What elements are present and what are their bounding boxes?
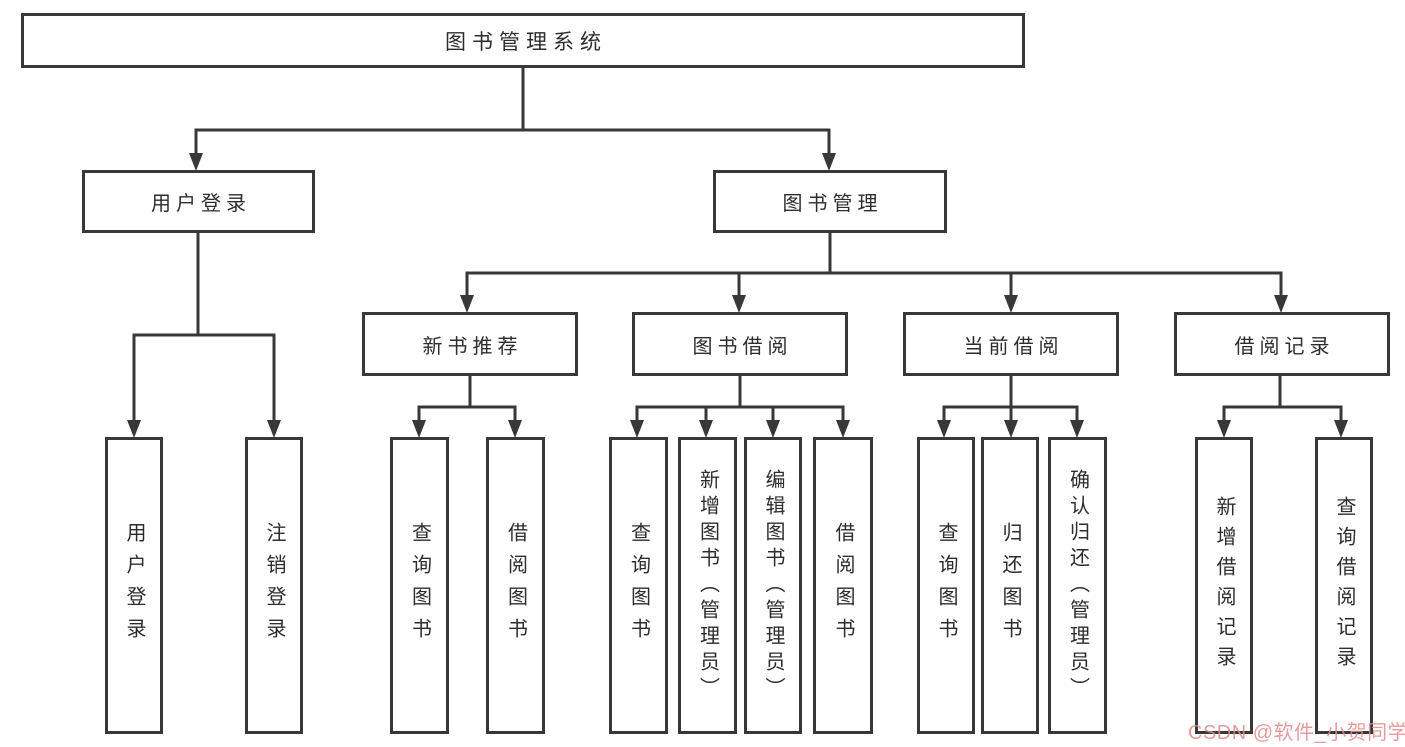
node-label: 查询图书	[627, 521, 650, 650]
leaf-borrow-add-books-admin: 新增图书（管理员）	[678, 437, 737, 734]
node-label: 借阅记录	[1234, 335, 1335, 358]
node-label: 当前借阅	[963, 335, 1064, 358]
arrowhead-icons	[127, 153, 1348, 438]
node-label: 图书借阅	[692, 335, 793, 358]
node-label: 查询图书	[935, 521, 957, 650]
leaf-records-query-record: 查询借阅记录	[1315, 437, 1373, 734]
node-user-login: 用户登录	[82, 170, 315, 233]
leaf-newbooks-query-books: 查询图书	[390, 437, 449, 734]
node-library-system: 图书管理系统	[21, 13, 1025, 68]
leaf-logout: 注销登录	[245, 437, 303, 734]
node-label: 新书推荐	[422, 335, 523, 358]
node-label: 图书管理系统	[445, 30, 607, 54]
leaf-current-query-books: 查询图书	[917, 437, 975, 734]
leaf-records-add-record: 新增借阅记录	[1195, 437, 1253, 734]
leaf-borrow-borrow-books: 借阅图书	[813, 437, 873, 734]
node-label: 查询借阅记录	[1333, 495, 1355, 676]
leaf-newbooks-borrow-books: 借阅图书	[486, 437, 545, 734]
node-label: 归还图书	[999, 521, 1021, 650]
node-book-management: 图书管理	[713, 170, 947, 233]
node-label: 借阅图书	[504, 521, 527, 650]
node-label: 查询图书	[408, 521, 431, 650]
node-label: 注销登录	[263, 521, 285, 650]
leaf-current-confirm-return-admin: 确认归还（管理员）	[1048, 437, 1107, 734]
node-label: 借阅图书	[832, 521, 854, 650]
node-label: 确认归还（管理员）	[1066, 468, 1089, 703]
node-new-book-recommend: 新书推荐	[362, 312, 578, 376]
node-current-borrow: 当前借阅	[903, 312, 1119, 376]
leaf-borrow-edit-books-admin: 编辑图书（管理员）	[744, 437, 802, 734]
node-label: 新增借阅记录	[1213, 495, 1235, 676]
connector-lines	[132, 68, 1343, 424]
node-label: 图书管理	[782, 193, 883, 215]
node-label: 用户登录	[151, 193, 251, 215]
leaf-user-login: 用户登录	[105, 437, 163, 734]
leaf-borrow-query-books: 查询图书	[609, 437, 668, 734]
node-borrow-records: 借阅记录	[1174, 312, 1390, 376]
node-label: 新增图书（管理员）	[696, 468, 719, 703]
node-book-borrow: 图书借阅	[632, 312, 848, 376]
node-label: 用户登录	[123, 521, 145, 650]
leaf-current-return-books: 归还图书	[981, 437, 1039, 734]
watermark: CSDN @软件_小贺同学	[1188, 722, 1405, 744]
node-label: 编辑图书（管理员）	[762, 468, 784, 703]
